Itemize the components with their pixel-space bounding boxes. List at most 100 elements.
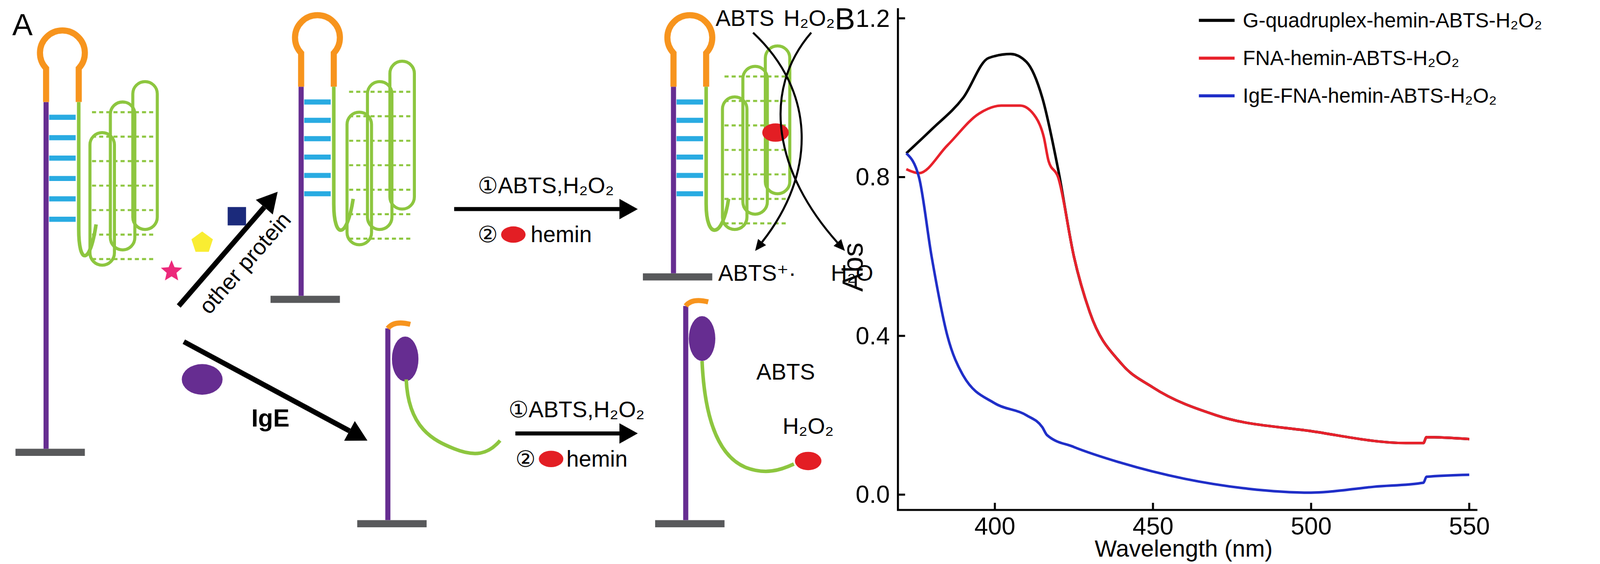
g-rich-strand xyxy=(706,86,729,230)
panel-letter: A xyxy=(12,9,33,41)
g-tetrad xyxy=(91,184,156,187)
arrow-shaft xyxy=(515,431,620,436)
g-tetrad xyxy=(724,173,788,176)
hemin xyxy=(501,226,526,243)
tick-mark xyxy=(1151,502,1154,511)
legend-text: IgE-FNA-hemin-ABTS-H₂O₂ xyxy=(1242,85,1497,107)
hemin xyxy=(795,452,822,471)
quadruplex-column xyxy=(110,101,136,250)
bound-probe xyxy=(357,322,501,528)
legend-text: FNA-hemin-ABTS-H₂O₂ xyxy=(1242,47,1460,69)
spectrum-line xyxy=(906,153,1469,493)
quadruplex-column xyxy=(367,81,392,230)
g-tetrad xyxy=(91,135,156,138)
spectrum-line xyxy=(906,105,1469,444)
reagent-label: hemin xyxy=(566,448,628,471)
stem-strand xyxy=(298,86,304,296)
base-pair xyxy=(304,136,331,141)
tick-label: 0.4 xyxy=(855,323,891,349)
substrate-label: ABTS xyxy=(756,361,816,384)
base-pair xyxy=(304,99,331,105)
base-pair xyxy=(676,117,704,123)
tick-mark xyxy=(993,502,996,511)
tick-label: 400 xyxy=(974,514,1016,539)
hemin xyxy=(762,123,789,142)
quadruplex-column xyxy=(742,66,768,215)
g-tetrad xyxy=(348,91,412,93)
tick-label: 1.2 xyxy=(855,5,891,31)
g-tetrad xyxy=(348,115,412,118)
g-tetrad xyxy=(348,237,412,240)
base-pair xyxy=(676,136,704,141)
arrow-head xyxy=(619,423,639,444)
tick-label: 0.0 xyxy=(855,482,891,507)
hemin xyxy=(538,451,564,468)
reagent-label: ①ABTS,H₂O₂ xyxy=(478,174,615,198)
base-pair xyxy=(676,154,704,160)
g-tetrad xyxy=(348,213,412,216)
arrow-head xyxy=(754,238,766,251)
bound-probe xyxy=(655,300,795,528)
spectrum-line xyxy=(906,53,1469,443)
arrow-head xyxy=(343,421,368,441)
g-tetrad xyxy=(348,164,412,167)
ige-protein xyxy=(181,364,223,395)
stem-strand xyxy=(43,101,49,449)
quadruplex-column xyxy=(765,45,790,194)
electrode-surface xyxy=(655,520,725,528)
base-pair xyxy=(304,191,331,197)
substrate-label: H₂O₂ xyxy=(782,415,834,438)
arrow-shaft xyxy=(454,206,620,211)
base-pair xyxy=(48,216,76,222)
g-tetrad xyxy=(348,139,412,142)
g-tetrad xyxy=(724,197,788,200)
stem-strand xyxy=(670,86,676,274)
panel-letter: B xyxy=(834,2,856,34)
g-tetrad xyxy=(348,188,412,191)
electrode-surface xyxy=(357,520,427,528)
aptamer-loop xyxy=(295,15,341,87)
tick-mark xyxy=(1309,502,1312,511)
axis-title: Abs xyxy=(838,242,868,293)
legend-text: G-quadruplex-hemin-ABTS-H₂O₂ xyxy=(1242,10,1543,31)
base-pair xyxy=(304,172,331,178)
legend-line xyxy=(1198,56,1235,60)
electrode-surface xyxy=(15,448,86,457)
ige-protein xyxy=(688,316,716,362)
hairpin-probe xyxy=(642,15,790,281)
arrow-head xyxy=(255,191,278,215)
g-tetrad xyxy=(91,233,156,236)
chart-axes xyxy=(897,8,1478,511)
base-pair xyxy=(676,99,704,105)
g-tetrad xyxy=(91,208,156,211)
protein-label: IgE xyxy=(251,406,290,431)
unfolded-strand xyxy=(406,379,501,455)
substrate-label: ABTS xyxy=(715,7,775,30)
base-pair xyxy=(48,114,76,120)
g-tetrad xyxy=(724,99,788,102)
legend-line xyxy=(1198,19,1235,23)
quadruplex-column xyxy=(389,61,415,209)
g-tetrad xyxy=(724,148,788,151)
stem-strand xyxy=(683,305,688,521)
hairpin-probe xyxy=(270,15,415,303)
base-pair xyxy=(676,191,704,197)
base-pair xyxy=(48,135,76,140)
electrode-surface xyxy=(270,296,341,304)
stem-strand xyxy=(385,328,390,521)
axis-title: Wavelength (nm) xyxy=(1094,537,1273,561)
step-number: ② xyxy=(477,223,498,247)
reagent-label: ①ABTS,H₂O₂ xyxy=(508,398,645,422)
protein-square xyxy=(227,206,247,226)
g-tetrad xyxy=(91,111,156,114)
reaction-arrow xyxy=(780,32,838,243)
tick-label: 550 xyxy=(1448,514,1490,539)
tick-label: 0.8 xyxy=(855,164,891,190)
aptamer-fragment xyxy=(685,300,709,306)
protein-pentagon xyxy=(191,231,213,252)
reagent-label: hemin xyxy=(530,223,593,247)
aptamer-loop xyxy=(667,15,713,87)
step-number: ② xyxy=(515,448,536,471)
product-label: ABTS⁺· xyxy=(718,262,797,285)
